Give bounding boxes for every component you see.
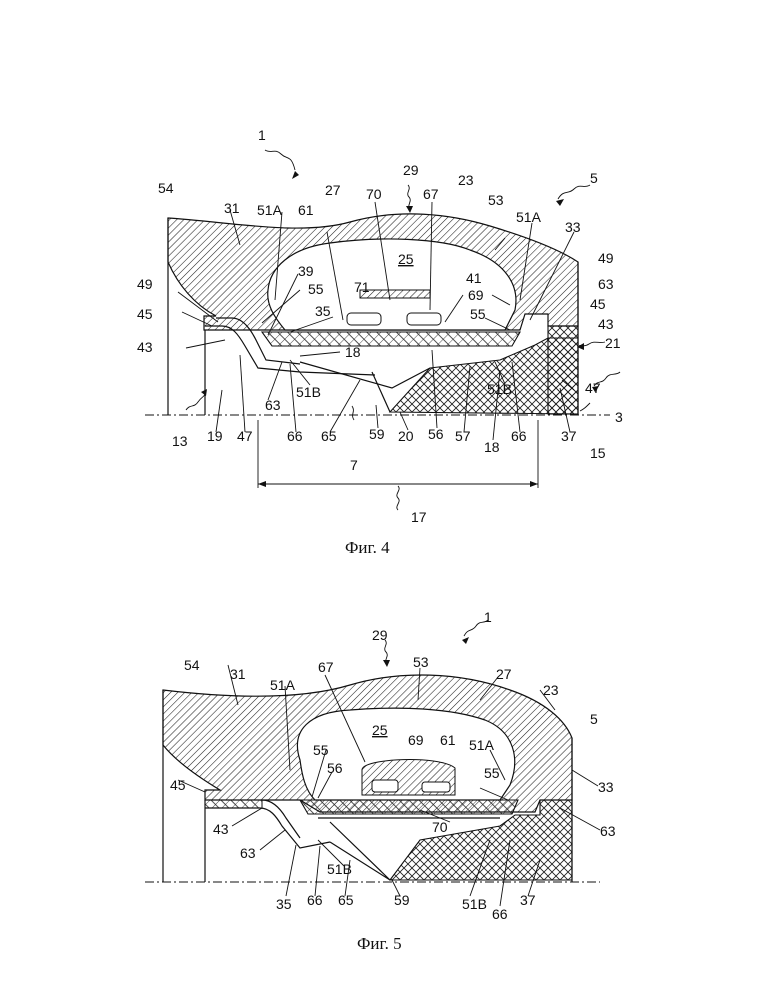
fig5-label-1: 1 [484, 609, 492, 625]
fig5-label-31: 31 [230, 666, 246, 682]
fig5-label-63-left: 63 [240, 845, 256, 861]
fig4-label-71: 71 [354, 279, 370, 295]
fig4-label-21: 21 [605, 335, 621, 351]
fig5-label-51a-right: 51A [469, 737, 495, 753]
fig4-label-51a-left: 51A [257, 202, 283, 218]
fig4-label-15: 15 [590, 445, 606, 461]
fig4-label-59: 59 [369, 426, 385, 442]
fig4-label-49-right: 49 [598, 250, 614, 266]
fig4-label-49-left: 49 [137, 276, 153, 292]
fig5-label-25: 25 [372, 722, 388, 738]
fig4-label-55-left: 55 [308, 281, 324, 297]
fig4-label-66-right: 66 [511, 428, 527, 444]
fig4-label-13: 13 [172, 433, 188, 449]
fig4-label-45-left: 45 [137, 306, 153, 322]
fig5-label-55-right: 55 [484, 765, 500, 781]
fig5-label-56: 56 [327, 760, 343, 776]
fig4-label-70: 70 [366, 186, 382, 202]
fig4-label-47-right: 47 [585, 380, 601, 396]
fig4-label-19: 19 [207, 428, 223, 444]
fig4-label-45-right: 45 [590, 296, 606, 312]
fig5-label-67: 67 [318, 659, 334, 675]
fig4-label-43-left: 43 [137, 339, 153, 355]
fig4-label-17: 17 [411, 509, 427, 525]
fig4-label-41: 41 [466, 270, 482, 286]
fig5-label-65: 65 [338, 892, 354, 908]
fig4-label-43-right: 43 [598, 316, 614, 332]
fig4-label-51b-right: 51B [487, 381, 512, 397]
fig4-label-35: 35 [315, 303, 331, 319]
fig4-label-57: 57 [455, 428, 471, 444]
fig5-label-35: 35 [276, 896, 292, 912]
fig4-diaphragm [262, 332, 520, 346]
fig4-label-18-bottom: 18 [484, 439, 500, 455]
fig5-label-23: 23 [543, 682, 559, 698]
figure-4 [145, 150, 620, 510]
fig4-caption: Фиг. 4 [345, 538, 390, 557]
fig4-label-56: 56 [428, 426, 444, 442]
fig4-label-69: 69 [468, 287, 484, 303]
fig5-label-66-right: 66 [492, 906, 508, 922]
fig4-label-67: 67 [423, 186, 439, 202]
fig4-label-33: 33 [565, 219, 581, 235]
fig5-label-59: 59 [394, 892, 410, 908]
fig4-label-25: 25 [398, 251, 414, 267]
fig4-label-61: 61 [298, 202, 314, 218]
fig5-label-33: 33 [598, 779, 614, 795]
fig4-label-51b-left: 51B [296, 384, 321, 400]
fig5-label-27: 27 [496, 666, 512, 682]
fig4-label-63-right: 63 [598, 276, 614, 292]
fig5-caption: Фиг. 5 [357, 934, 402, 953]
fig5-label-51a-left: 51A [270, 677, 296, 693]
fig4-label-7: 7 [350, 457, 358, 473]
figure-5 [145, 620, 600, 906]
fig4-label-18-top: 18 [345, 344, 361, 360]
fig4-label-66-left: 66 [287, 428, 303, 444]
fig4-label-31: 31 [224, 200, 240, 216]
fig4-label-27: 27 [325, 182, 341, 198]
fig4-label-51a-right: 51A [516, 209, 542, 225]
fig5-label-66-left: 66 [307, 892, 323, 908]
fig4-label-20: 20 [398, 428, 414, 444]
fig5-label-37: 37 [520, 892, 536, 908]
fig4-label-1: 1 [258, 127, 266, 143]
fig5-label-53: 53 [413, 654, 429, 670]
fig5-label-63-right: 63 [600, 823, 616, 839]
fig5-label-51b-right: 51B [462, 896, 487, 912]
fig5-label-51b-left: 51B [327, 861, 352, 877]
fig4-label-47-left: 47 [237, 428, 253, 444]
fig4-label-39: 39 [298, 263, 314, 279]
fig4-label-29: 29 [403, 162, 419, 178]
fig4-label-23: 23 [458, 172, 474, 188]
fig5-label-69: 69 [408, 732, 424, 748]
fig5-label-54: 54 [184, 657, 200, 673]
fig4-label-55-right: 55 [470, 306, 486, 322]
fig4-label-53: 53 [488, 192, 504, 208]
fig5-label-45: 45 [170, 777, 186, 793]
fig4-label-37: 37 [561, 428, 577, 444]
fig5-label-29: 29 [372, 627, 388, 643]
fig5-label-5: 5 [590, 711, 598, 727]
fig4-label-3: 3 [615, 409, 623, 425]
fig4-label-63-left: 63 [265, 397, 281, 413]
fig5-label-70: 70 [432, 819, 448, 835]
fig4-label-5: 5 [590, 170, 598, 186]
fig5-label-43: 43 [213, 821, 229, 837]
fig4-label-54: 54 [158, 180, 174, 196]
fig5-label-61: 61 [440, 732, 456, 748]
fig4-label-65: 65 [321, 428, 337, 444]
fig5-label-55-left: 55 [313, 742, 329, 758]
